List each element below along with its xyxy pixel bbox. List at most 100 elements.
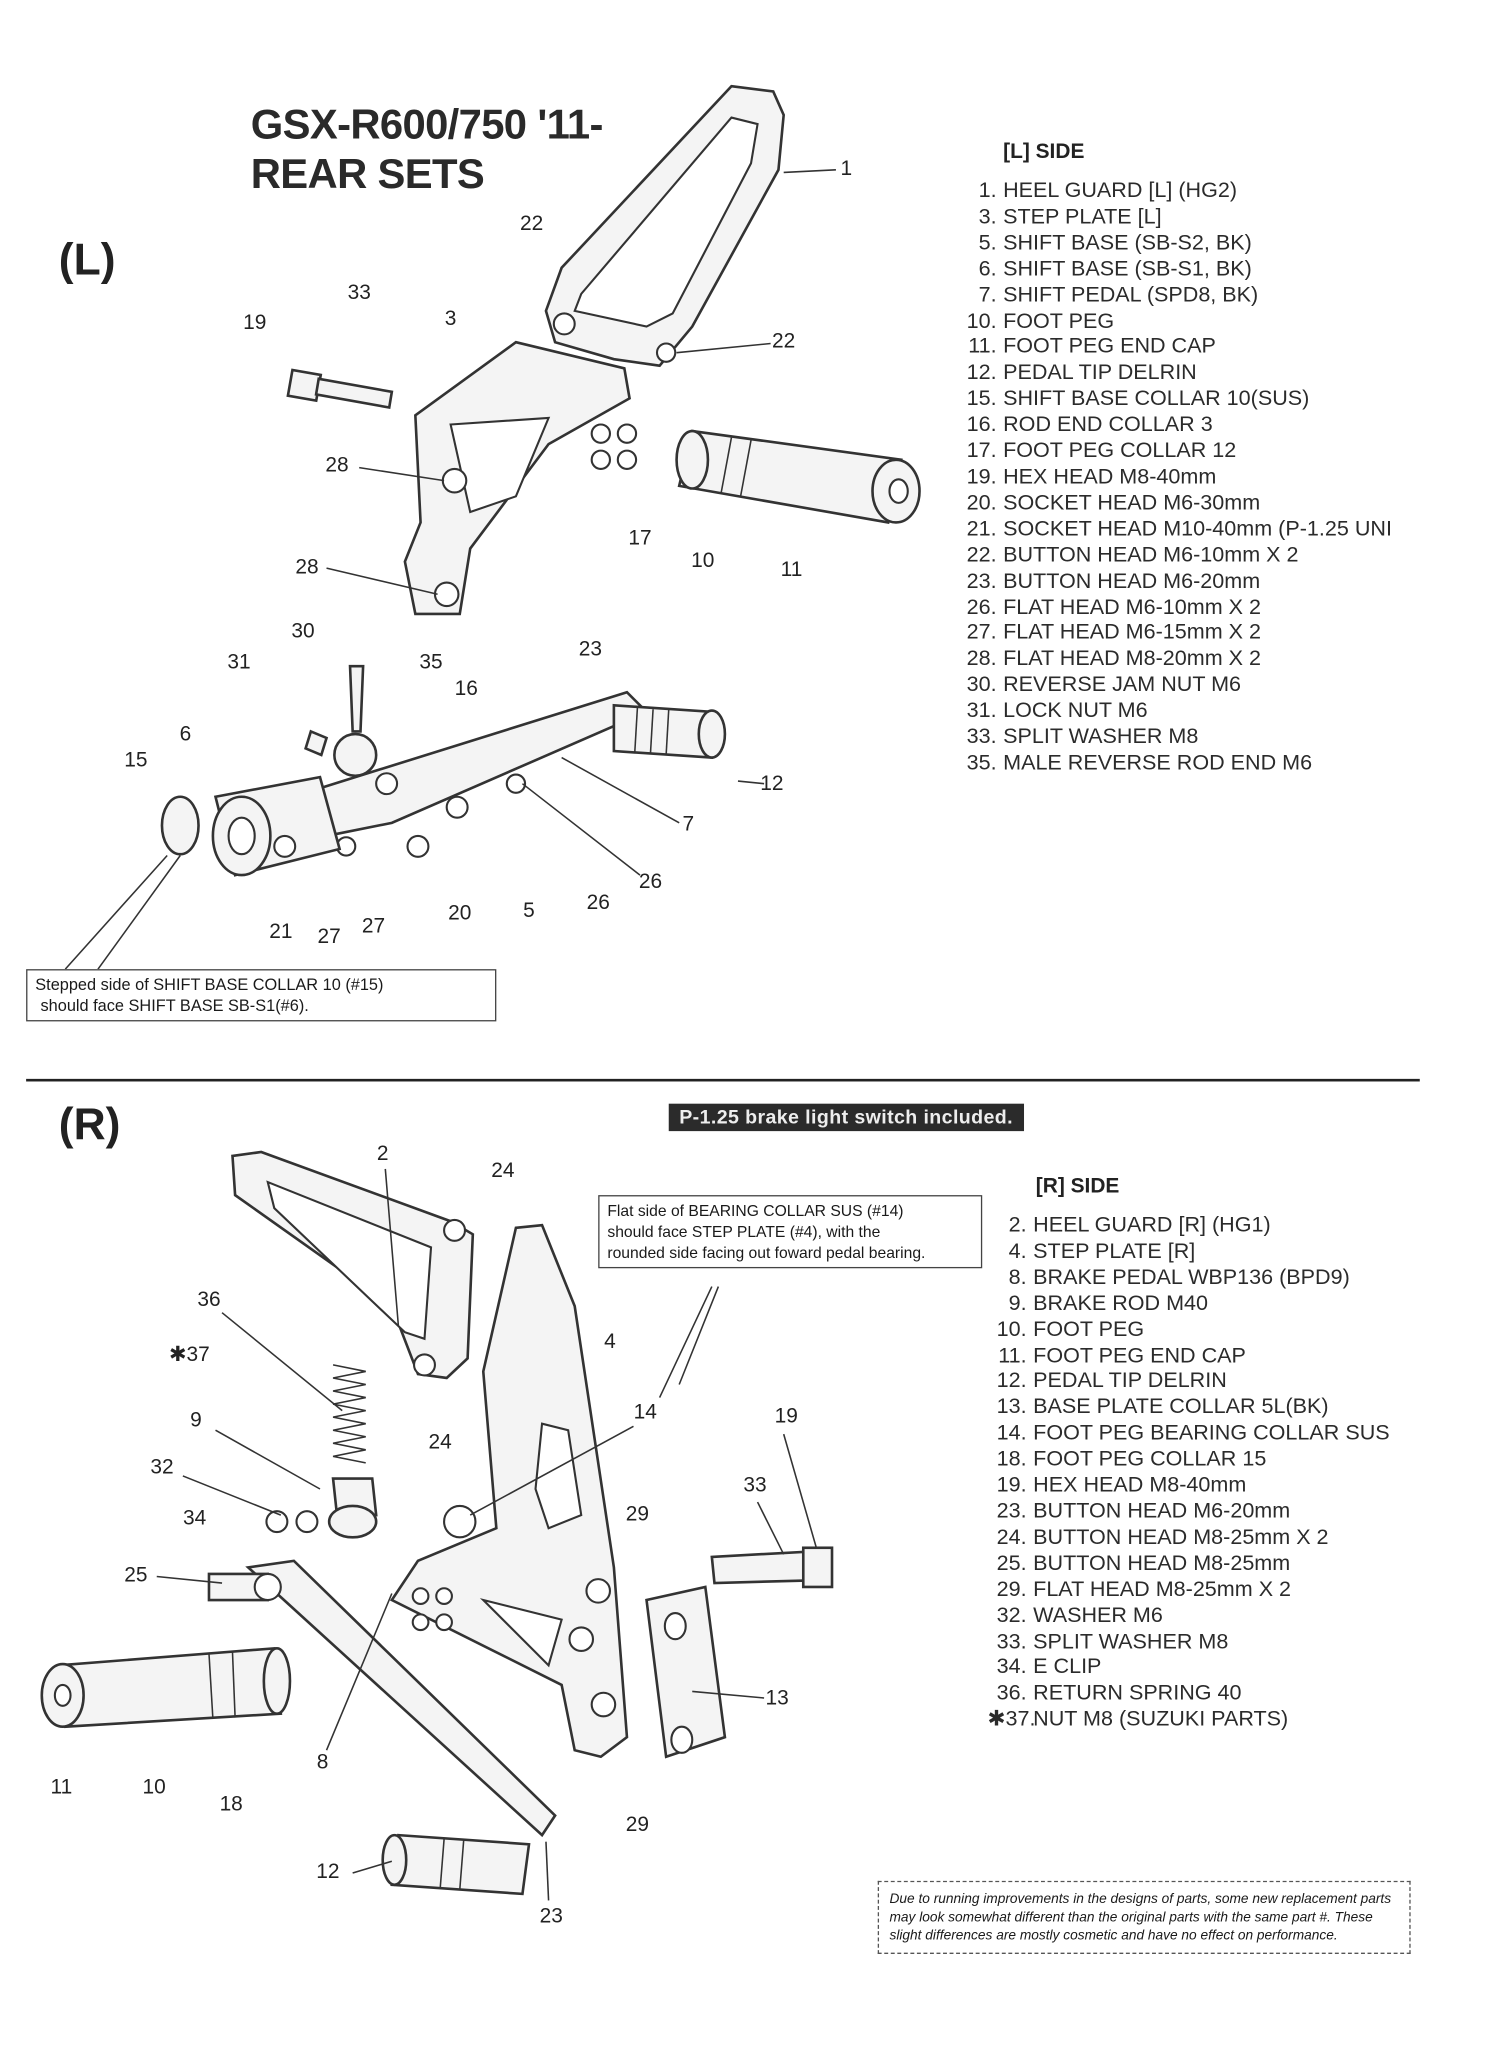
part-list-item: 23.BUTTON HEAD M6-20mm bbox=[957, 569, 1392, 595]
part-number: 4. bbox=[1008, 1239, 1027, 1263]
part-name: FLAT HEAD M6-10mm X 2 bbox=[1003, 594, 1261, 619]
part-number: 33. bbox=[966, 724, 997, 749]
part-callout: 5 bbox=[523, 899, 535, 923]
part-callout: 10 bbox=[142, 1776, 166, 1799]
part-number: 26. bbox=[966, 594, 997, 619]
part-list-item: 21.SOCKET HEAD M10-40mm (P-1.25 UNI bbox=[957, 517, 1392, 543]
part-name: STEP PLATE [R] bbox=[1033, 1239, 1196, 1263]
part-list-item: 11.FOOT PEG END CAP bbox=[987, 1343, 1389, 1369]
part-number: 32. bbox=[996, 1603, 1027, 1627]
part-callout: 34 bbox=[182, 1507, 207, 1530]
part-list-item: 3.STEP PLATE [L] bbox=[957, 205, 1392, 231]
part-list-item: 32.WASHER M6 bbox=[987, 1603, 1389, 1629]
part-name: NUT M8 (SUZUKI PARTS) bbox=[1033, 1707, 1289, 1731]
part-name: BUTTON HEAD M8-25mm bbox=[1033, 1551, 1291, 1575]
part-name: SHIFT BASE (SB-S1, BK) bbox=[1003, 256, 1252, 281]
part-list-item: 19.HEX HEAD M8-40mm bbox=[987, 1473, 1389, 1499]
left-leader-lines bbox=[64, 169, 836, 970]
part-callout: 32 bbox=[150, 1456, 174, 1479]
part-callout: 3 bbox=[444, 308, 457, 331]
part-number: 23. bbox=[996, 1499, 1027, 1523]
part-callout: 27 bbox=[317, 926, 341, 949]
part-callout: 22 bbox=[772, 330, 796, 353]
part-name: RETURN SPRING 40 bbox=[1033, 1681, 1242, 1705]
part-list-item: 33.SPLIT WASHER M8 bbox=[987, 1629, 1389, 1655]
part-callout: 7 bbox=[682, 813, 695, 836]
part-number: 2. bbox=[1008, 1213, 1027, 1237]
part-callout: 13 bbox=[765, 1687, 789, 1710]
part-name: HEX HEAD M8-40mm bbox=[1033, 1473, 1247, 1497]
part-list-item: 24.BUTTON HEAD M8-25mm X 2 bbox=[987, 1525, 1389, 1551]
part-name: FOOT PEG COLLAR 12 bbox=[1003, 438, 1237, 463]
part-callout: 10 bbox=[691, 549, 715, 573]
part-number: 35. bbox=[966, 750, 997, 775]
part-callout: ✱37 bbox=[169, 1344, 210, 1367]
part-list-item: 10.FOOT PEG bbox=[987, 1317, 1389, 1343]
bearing-collar-note: Flat side of BEARING COLLAR SUS (#14) sh… bbox=[598, 1195, 983, 1269]
part-callout: 23 bbox=[578, 638, 602, 661]
part-name: SHIFT BASE (SB-S2, BK) bbox=[1003, 230, 1252, 255]
part-callout: 26 bbox=[638, 871, 663, 894]
part-list-item: 16.ROD END COLLAR 3 bbox=[957, 413, 1392, 439]
part-callout: 33 bbox=[347, 282, 371, 305]
part-callout: 11 bbox=[780, 559, 803, 582]
part-number: 10. bbox=[966, 308, 997, 333]
part-number: 19. bbox=[996, 1473, 1027, 1497]
part-list-item: 9.BRAKE ROD M40 bbox=[987, 1291, 1389, 1317]
part-name: FOOT PEG COLLAR 15 bbox=[1033, 1447, 1267, 1471]
part-name: FLAT HEAD M8-25mm X 2 bbox=[1033, 1577, 1292, 1601]
part-list-item: 6.SHIFT BASE (SB-S1, BK) bbox=[957, 257, 1392, 283]
left-heel-guard bbox=[544, 84, 786, 368]
part-list-item: 10.FOOT PEG bbox=[957, 309, 1392, 335]
part-callout: 14 bbox=[633, 1401, 657, 1424]
part-list-item: 11.FOOT PEG END CAP bbox=[957, 335, 1392, 361]
part-number: 5. bbox=[978, 230, 997, 255]
part-callout: 30 bbox=[291, 620, 315, 643]
part-name: PEDAL TIP DELRIN bbox=[1003, 360, 1197, 385]
part-name: SHIFT PEDAL (SPD8, BK) bbox=[1003, 282, 1259, 307]
part-number: ✱37. bbox=[987, 1707, 1036, 1731]
part-list-item: 27.FLAT HEAD M6-15mm X 2 bbox=[957, 621, 1392, 647]
note-line: rounded side facing out foward pedal bea… bbox=[607, 1243, 926, 1262]
part-name: FLAT HEAD M6-15mm X 2 bbox=[1003, 620, 1261, 645]
right-step-plate bbox=[389, 1223, 629, 1759]
part-name: REVERSE JAM NUT M6 bbox=[1003, 672, 1242, 697]
part-callout: 19 bbox=[774, 1405, 798, 1428]
left-foot-peg bbox=[675, 429, 921, 524]
part-callout: 22 bbox=[519, 212, 544, 236]
part-number: 3. bbox=[978, 204, 997, 229]
part-number: 17. bbox=[966, 438, 997, 463]
part-callout: 23 bbox=[539, 1905, 563, 1928]
part-number: 30. bbox=[966, 672, 997, 697]
part-number: 7. bbox=[978, 282, 997, 307]
part-number: 12. bbox=[966, 360, 997, 385]
part-callout: 4 bbox=[604, 1330, 616, 1354]
part-name: FOOT PEG bbox=[1033, 1317, 1145, 1341]
part-list-item: 8.BRAKE PEDAL WBP136 (BPD9) bbox=[987, 1265, 1389, 1291]
part-list-item: 15.SHIFT BASE COLLAR 10(SUS) bbox=[957, 387, 1392, 413]
part-list-item: 17.FOOT PEG COLLAR 12 bbox=[957, 439, 1392, 465]
part-number: 31. bbox=[966, 698, 997, 723]
part-callout: 28 bbox=[295, 556, 319, 579]
title-line-1: GSX-R600/750 '11- bbox=[250, 100, 604, 148]
part-number: 28. bbox=[966, 646, 997, 671]
part-callout: 12 bbox=[316, 1861, 340, 1884]
part-list-item: 7.SHIFT PEDAL (SPD8, BK) bbox=[957, 283, 1392, 309]
part-list-item: 31.LOCK NUT M6 bbox=[957, 699, 1392, 725]
part-number: 6. bbox=[978, 256, 997, 281]
design-change-disclaimer: Due to running improvements in the desig… bbox=[877, 1880, 1411, 1954]
part-list-item: 29.FLAT HEAD M8-25mm X 2 bbox=[987, 1577, 1389, 1603]
part-number: 23. bbox=[966, 568, 997, 593]
part-name: WASHER M6 bbox=[1033, 1603, 1163, 1627]
part-number: 22. bbox=[966, 542, 997, 567]
part-name: FOOT PEG bbox=[1003, 308, 1115, 333]
part-name: FLAT HEAD M8-20mm X 2 bbox=[1003, 646, 1261, 671]
part-number: 8. bbox=[1008, 1265, 1027, 1289]
left-shift-base bbox=[160, 664, 399, 877]
note-line: Stepped side of SHIFT BASE COLLAR 10 (#1… bbox=[35, 975, 384, 994]
part-callout: 12 bbox=[760, 773, 784, 796]
part-list-item: 4.STEP PLATE [R] bbox=[987, 1239, 1389, 1265]
right-parts-heading: [R] SIDE bbox=[1035, 1175, 1120, 1198]
